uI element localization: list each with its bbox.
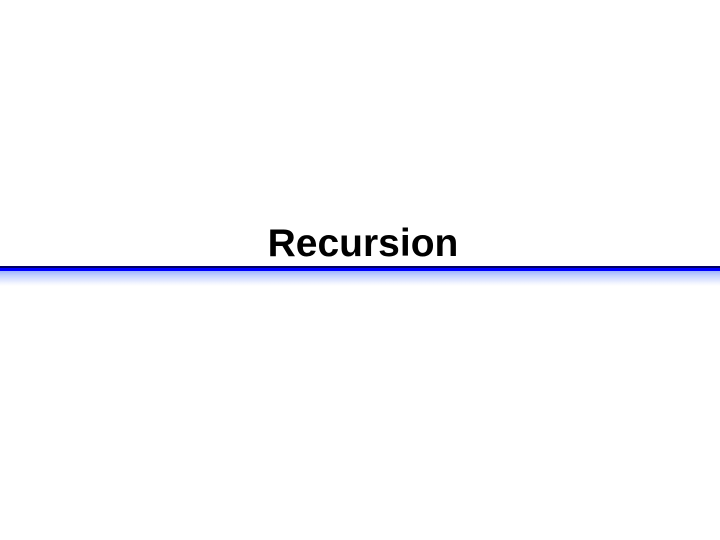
page-title: Recursion [267,222,459,265]
divider-dark-band [0,266,720,268]
title-divider-rule [0,266,720,286]
slide-header-blank-area [0,0,720,218]
divider-gradient-fade [0,271,720,286]
divider-bright-band [0,268,720,271]
slide-content-body [0,286,720,540]
slide-title-area: Recursion [0,218,720,266]
